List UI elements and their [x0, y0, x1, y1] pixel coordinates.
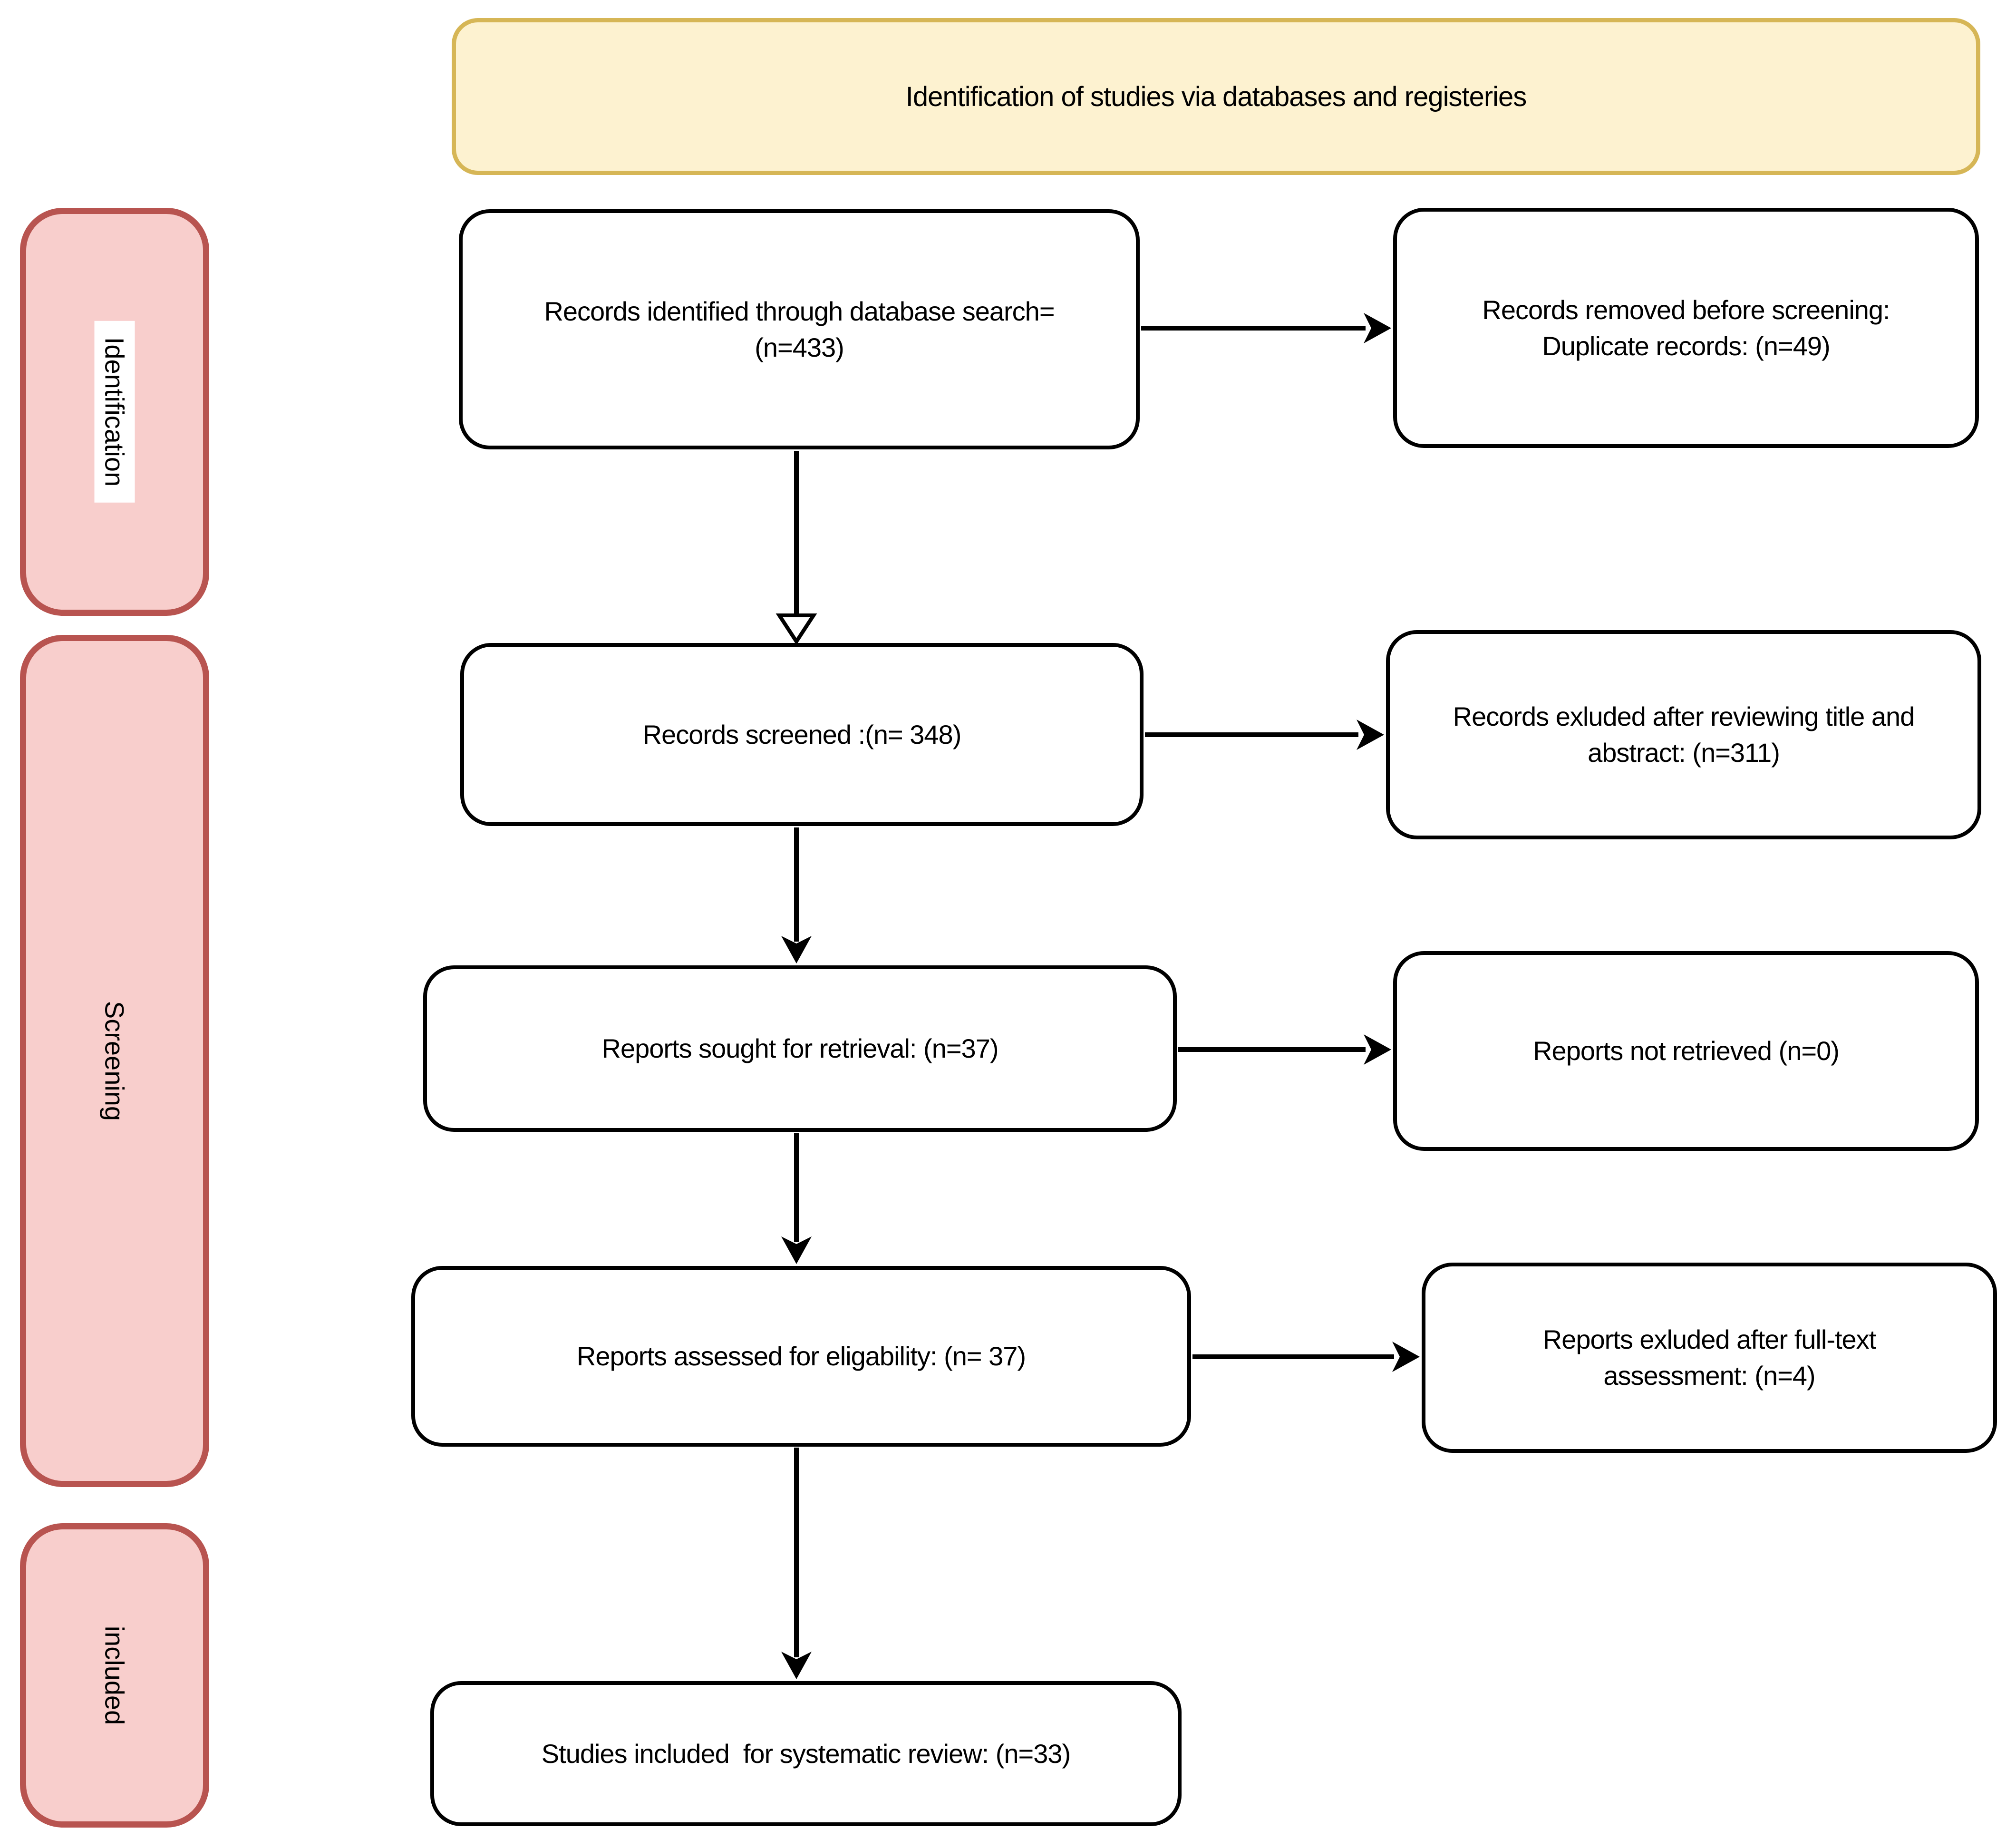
arrow-sought-to-notretrieved — [1178, 1034, 1391, 1065]
node-studies-included-text: Studies included for systematic review: … — [541, 1738, 1071, 1769]
node-records-screened: Records screened :(n= 348) — [460, 643, 1144, 826]
node-reports-not-retrieved-text: Reports not retrieved (n=0) — [1533, 1036, 1840, 1066]
node-records-removed: Records removed before screening: Duplic… — [1393, 208, 1979, 448]
stage-label-screening: Screening — [99, 1001, 130, 1121]
arrow-assessed-to-included — [781, 1448, 812, 1679]
stage-label-included: included — [99, 1625, 130, 1725]
node-reports-not-retrieved: Reports not retrieved (n=0) — [1393, 951, 1979, 1151]
stage-identification: Identification — [20, 208, 209, 616]
node-records-excluded-title-abstract: Records exluded after reviewing title an… — [1386, 630, 1981, 839]
node-records-identified-text: Records identified through database sear… — [544, 296, 1055, 362]
arrow-identified-to-screened — [775, 451, 817, 645]
node-reports-excluded-fulltext-text: Reports exluded after full-text assessme… — [1542, 1324, 1876, 1391]
node-reports-sought-text: Reports sought for retrieval: (n=37) — [601, 1033, 999, 1064]
arrow-assessed-to-excluded — [1192, 1342, 1420, 1372]
node-records-excluded-title-abstract-text: Records exluded after reviewing title an… — [1453, 701, 1915, 768]
node-studies-included: Studies included for systematic review: … — [430, 1681, 1182, 1826]
arrow-identified-to-removed — [1141, 313, 1391, 343]
stage-screening: Screening — [20, 635, 209, 1487]
node-reports-assessed: Reports assessed for eligability: (n= 37… — [411, 1266, 1191, 1447]
title-banner: Identification of studies via databases … — [452, 18, 1980, 175]
node-reports-excluded-fulltext: Reports exluded after full-text assessme… — [1422, 1263, 1997, 1453]
arrow-sought-to-assessed — [781, 1133, 812, 1264]
node-reports-sought: Reports sought for retrieval: (n=37) — [423, 965, 1177, 1132]
diagram-title: Identification of studies via databases … — [905, 81, 1527, 112]
node-records-screened-text: Records screened :(n= 348) — [642, 719, 962, 749]
node-records-identified: Records identified through database sear… — [459, 209, 1140, 449]
stage-label-identification: Identification — [94, 321, 135, 503]
stage-included: included — [20, 1523, 209, 1828]
arrow-screened-to-sought — [781, 827, 812, 963]
arrow-screened-to-excluded — [1145, 720, 1384, 750]
node-records-removed-text: Records removed before screening: Duplic… — [1482, 294, 1890, 361]
node-reports-assessed-text: Reports assessed for eligability: (n= 37… — [576, 1341, 1026, 1372]
